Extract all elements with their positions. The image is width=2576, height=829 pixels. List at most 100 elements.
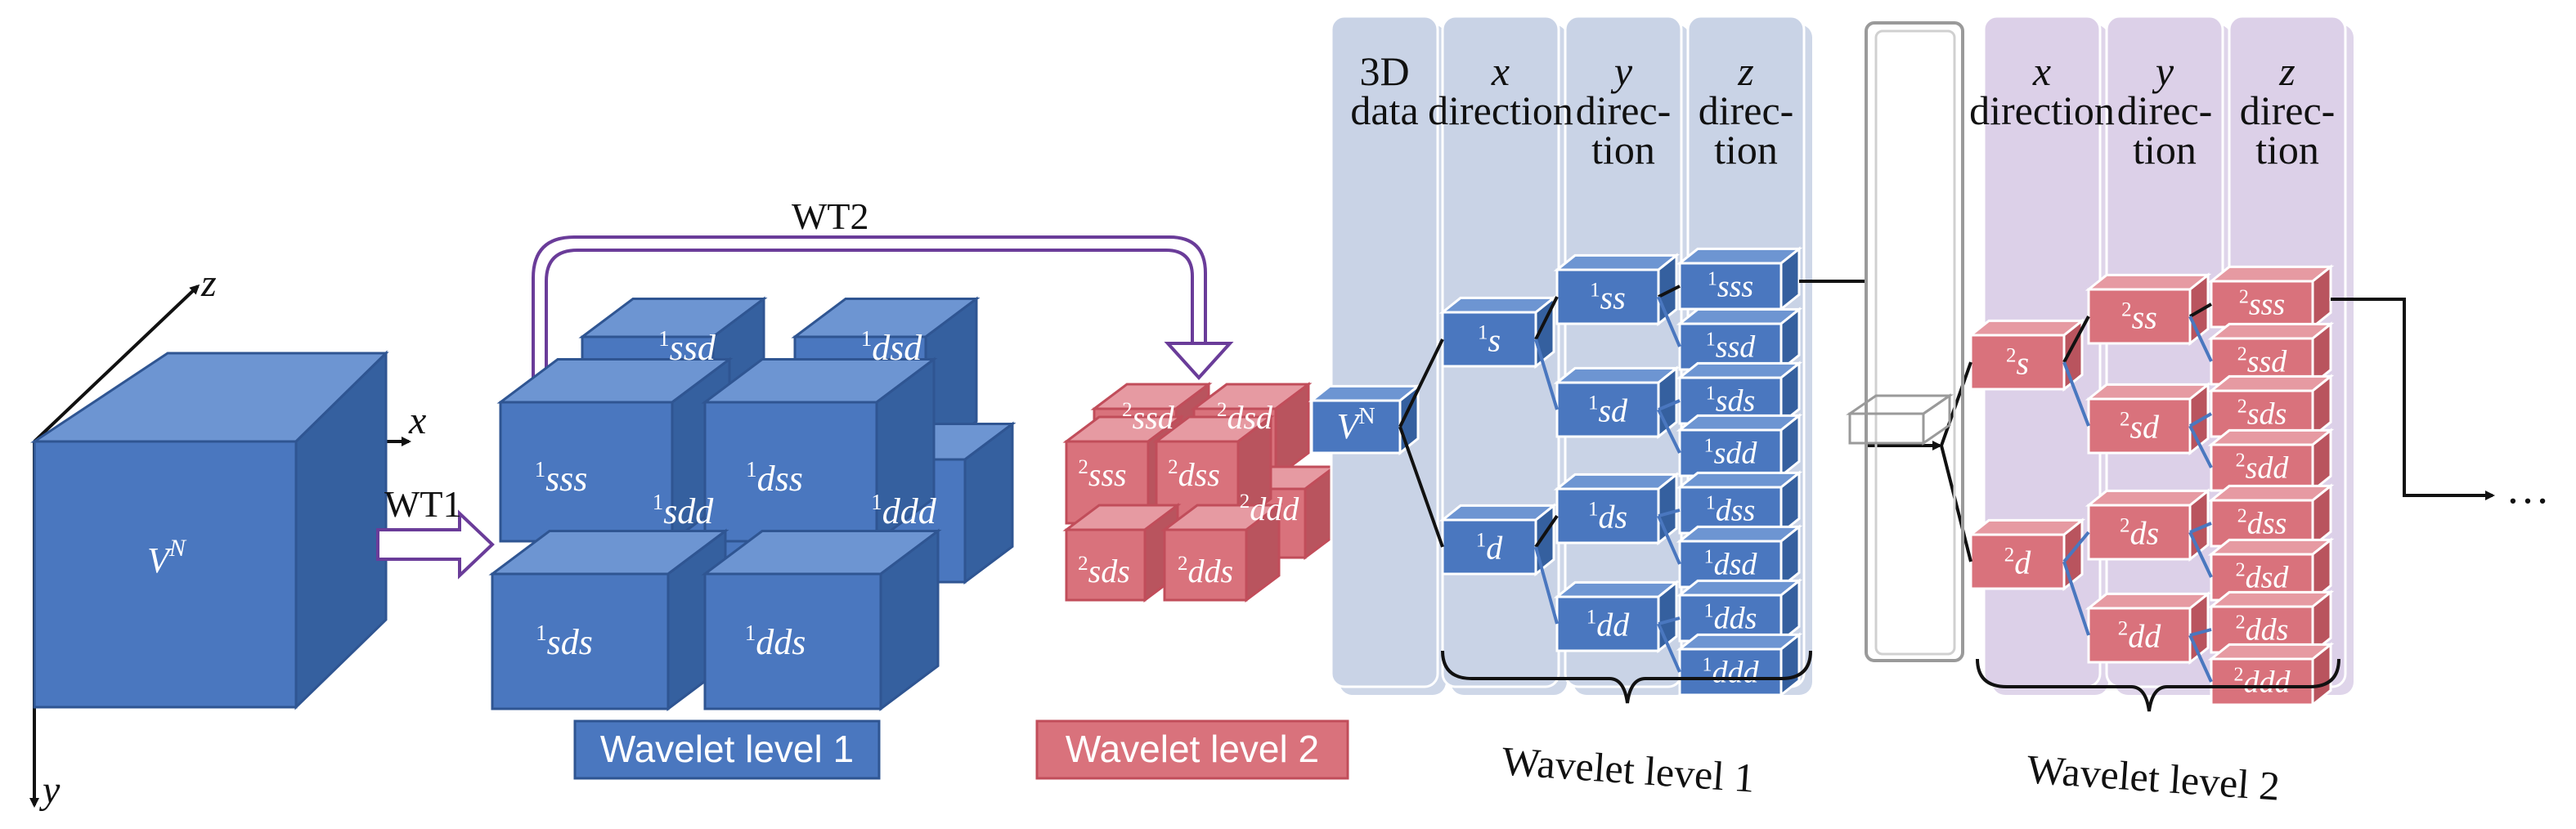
level1-cube-label-dsd: 1dsd xyxy=(861,326,923,368)
tree1-y-node-ds: 1ds xyxy=(1553,472,1681,546)
level2-cube-label-ssd: 2ssd xyxy=(1122,399,1175,436)
tree1-z-node-dsd-label: 1dsd xyxy=(1704,546,1758,581)
y-axis-label: y xyxy=(38,769,61,812)
volume-cube: VN xyxy=(30,350,389,710)
tree1-y-node-dd-label: 1dd xyxy=(1586,607,1631,643)
tree2-z-node-sds-label: 2sds xyxy=(2237,396,2287,431)
tree2-z-node-ssd-label: 2ssd xyxy=(2237,343,2288,379)
tree1-y-node-ds-label: 1ds xyxy=(1588,499,1627,535)
legend-level1: Wavelet level 1 xyxy=(573,719,881,780)
level2-cube-label-sss: 2sss xyxy=(1078,456,1126,493)
level1-cube-label-dds: 1dds xyxy=(745,621,806,662)
tree2-z-node-sss: 2sss xyxy=(2207,264,2335,330)
tree1-z-node-dds-label: 1dds xyxy=(1704,600,1757,635)
tree2-y-node-dd: 2dd xyxy=(2085,591,2212,665)
tree1-x-node-d: 1d xyxy=(1438,503,1558,577)
z-axis-label: z xyxy=(200,262,217,305)
legend-level2-text: Wavelet level 2 xyxy=(1066,728,1319,770)
tree2-z-node-sdd-label: 2sdd xyxy=(2236,450,2290,485)
tree1-bracket-label: Wavelet level 1 xyxy=(1501,737,1757,800)
tree1-output-arrow xyxy=(1799,280,1942,450)
tree1-z-node-dds: 1dds xyxy=(1676,578,1803,644)
tree2-y-node-sd: 2sd xyxy=(2085,382,2212,456)
tree1-x-node-d-label: 1d xyxy=(1476,530,1504,567)
tree2-y-node-ss: 2ss xyxy=(2085,272,2212,347)
legend-level1-text: Wavelet level 1 xyxy=(600,728,854,770)
tree1-z-node-ssd-label: 1ssd xyxy=(1706,329,1757,364)
level1-cube-label-ssd: 1ssd xyxy=(658,326,716,368)
tree2-z-node-dsd-label: 2dsd xyxy=(2236,559,2290,594)
legend-level2: Wavelet level 2 xyxy=(1035,719,1349,780)
tree2-output-arrow xyxy=(2331,298,2495,500)
tree2-z-node-dss: 2dss xyxy=(2207,483,2335,549)
wt1-label: WT1 xyxy=(384,483,462,525)
level2-cube-label-sds: 2sds xyxy=(1078,553,1130,589)
level2-cube-label-dss: 2dss xyxy=(1168,456,1220,493)
level2-cube-label-dsd: 2dsd xyxy=(1217,399,1273,436)
tree1-root-node-label: VN xyxy=(1336,404,1375,446)
tree1-y-node-dd: 1dd xyxy=(1553,580,1681,654)
tree2-y-node-sd-label: 2sd xyxy=(2120,409,2160,446)
continuation-ellipsis: … xyxy=(2506,464,2550,513)
level1-cube-label-sdd: 1sdd xyxy=(653,490,715,531)
level2-cube-dss xyxy=(1152,414,1275,526)
level2-cube-label-dds: 2dds xyxy=(1178,553,1233,589)
tree1-y-node-ss-label: 1ss xyxy=(1590,280,1626,316)
tree2-y-node-ss-label: 2ss xyxy=(2121,299,2157,336)
tree1-z-node-ddd-label: 1ddd xyxy=(1703,654,1760,689)
tree2-z-node-sdd: 2sdd xyxy=(2207,428,2335,494)
tree1-z-node-dsd: 1dsd xyxy=(1676,524,1803,590)
tree1-y-node-sd: 1sd xyxy=(1553,365,1681,440)
tree2-z-node-sds: 2sds xyxy=(2207,374,2335,440)
level2-cube-dds xyxy=(1160,503,1283,603)
wt2-label: WT2 xyxy=(792,195,869,237)
level1-cube-dss xyxy=(701,356,938,544)
tree2-x-node-s-label: 2s xyxy=(2006,345,2029,382)
level1-cube-label-sds: 1sds xyxy=(536,621,593,662)
wt2-arrow: WT2 xyxy=(532,195,1234,384)
tree1-y-node-sd-label: 1sd xyxy=(1588,392,1628,429)
tree2-y-node-ds: 2ds xyxy=(2085,488,2212,562)
tree1-z-node-ddd: 1ddd xyxy=(1676,632,1803,698)
tree2-z-node-dss-label: 2dss xyxy=(2237,505,2287,540)
tree2-x-node-s: 2s xyxy=(1967,318,2086,392)
tree1-z-node-sss-label: 1sss xyxy=(1708,268,1753,303)
level1-cube-sds xyxy=(488,528,729,711)
tree2-z-node-ddd-label: 2ddd xyxy=(2234,664,2291,699)
tree1-z-node-ssd: 1ssd xyxy=(1676,307,1803,373)
level1-cube-label-dss: 1dss xyxy=(746,457,803,499)
volume-label: VN xyxy=(147,535,187,580)
x-axis-label: x xyxy=(408,399,426,442)
tree2-x-node-d: 2d xyxy=(1967,518,2086,592)
level1-cube-label-ddd: 1ddd xyxy=(871,490,937,531)
tree1-x-node-s-label: 1s xyxy=(1478,322,1501,359)
tree1-z-node-sds-label: 1sds xyxy=(1706,383,1756,418)
tree1-z-node-dss-label: 1dss xyxy=(1706,492,1756,527)
tree1-z-node-sdd-label: 1sdd xyxy=(1704,435,1758,470)
tree1-z-node-sss: 1sss xyxy=(1676,246,1803,312)
ghost-column xyxy=(1846,21,1964,662)
tree1-y-node-ss: 1ss xyxy=(1553,253,1681,327)
tree2-y-node-dd-label: 2dd xyxy=(2118,618,2162,655)
tree2-x-node-d-label: 2d xyxy=(2004,544,2032,581)
tree1-x-node-s: 1s xyxy=(1438,295,1558,370)
tree2-z-node-dds-label: 2dds xyxy=(2236,612,2289,647)
level1-cube-dds xyxy=(701,528,942,711)
wt1-arrow: WT1 xyxy=(376,483,495,580)
tree1-bracket xyxy=(1441,650,1812,704)
tree2-z-node-ddd: 2ddd xyxy=(2207,642,2335,708)
tree2-y-node-ds-label: 2ds xyxy=(2120,515,2159,552)
tree2-bracket-label: Wavelet level 2 xyxy=(2026,746,2282,809)
tree1-z-node-dss: 1dss xyxy=(1676,470,1803,536)
z-axis xyxy=(33,284,200,443)
